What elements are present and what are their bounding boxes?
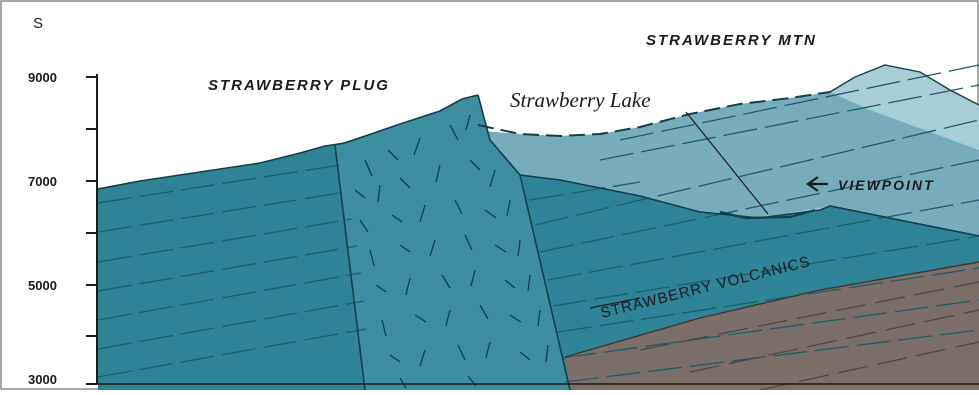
orientation-label: S xyxy=(33,15,43,32)
label-viewpoint: VIEWPOINT xyxy=(838,177,935,193)
axis-ticks xyxy=(86,77,97,384)
tick-label-3000: 3000 xyxy=(28,372,57,387)
tick-label-9000: 9000 xyxy=(28,70,57,85)
label-strawberry-lake: Strawberry Lake xyxy=(510,88,651,112)
label-strawberry-plug: STRAWBERRY PLUG xyxy=(208,77,390,94)
tick-label-7000: 7000 xyxy=(28,174,57,189)
tick-label-5000: 5000 xyxy=(28,278,57,293)
label-strawberry-mtn: STRAWBERRY MTN xyxy=(646,32,817,49)
